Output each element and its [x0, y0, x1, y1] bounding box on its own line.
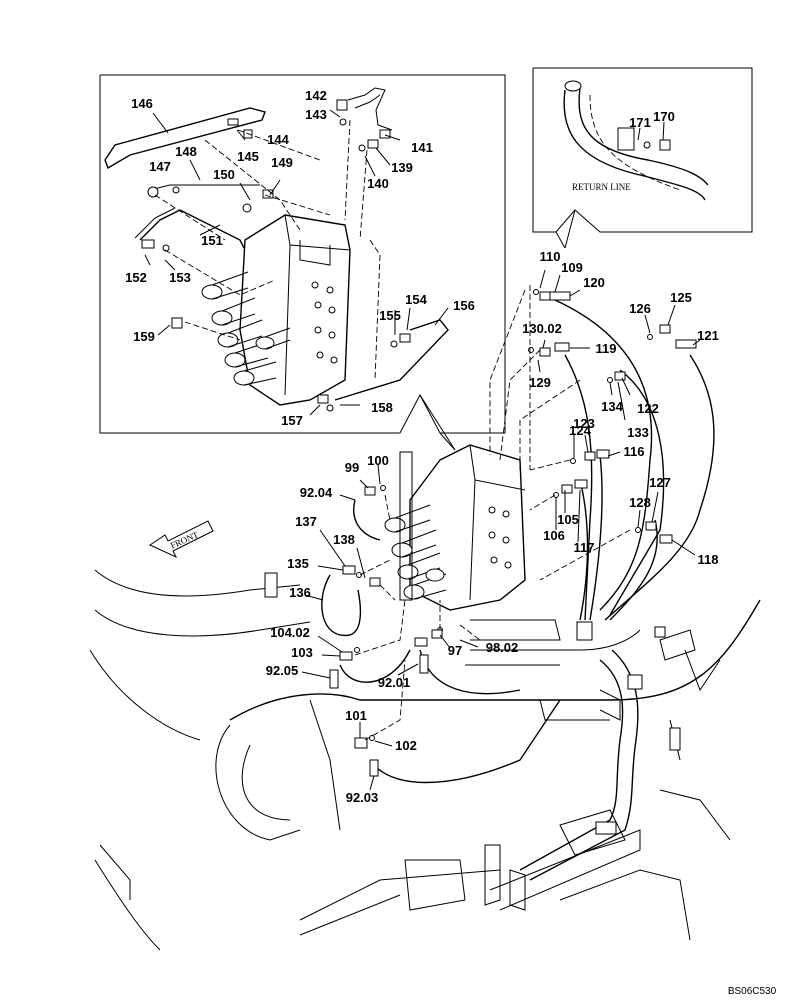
callout-134: 134: [601, 399, 623, 414]
callout-119: 119: [596, 341, 617, 356]
callout-147: 147: [149, 159, 171, 174]
front-arrow: FRONT: [148, 520, 214, 559]
callout-133: 133: [627, 425, 649, 440]
callout-130.02: 130.02: [522, 321, 562, 336]
drawing-code: BS06C530: [728, 986, 777, 997]
callout-127: 127: [649, 475, 671, 490]
callout-145: 145: [237, 149, 259, 164]
callout-92.03: 92.03: [346, 790, 379, 805]
callout-92.05: 92.05: [266, 663, 299, 678]
callout-139: 139: [391, 160, 413, 175]
callout-128: 128: [629, 495, 651, 510]
callout-106: 106: [543, 528, 565, 543]
callout-98.02: 98.02: [486, 640, 519, 655]
callout-144: 144: [267, 132, 289, 147]
callout-154: 154: [405, 292, 427, 307]
callout-141: 141: [411, 140, 433, 155]
callout-170: 170: [653, 109, 675, 124]
callout-152: 152: [125, 270, 147, 285]
callout-140: 140: [367, 176, 389, 191]
return-line-inset: RETURN LINE: [532, 67, 753, 249]
callout-102: 102: [395, 738, 417, 753]
callout-135: 135: [287, 556, 309, 571]
callout-148: 148: [175, 144, 197, 159]
main-control-valve: [384, 444, 526, 611]
callout-97: 97: [448, 643, 462, 658]
callout-136: 136: [289, 585, 311, 600]
callout-126: 126: [629, 301, 651, 316]
callout-100: 100: [367, 453, 389, 468]
callout-121: 121: [697, 328, 719, 343]
callout-117: 117: [574, 540, 595, 555]
callout-116: 116: [624, 444, 645, 459]
callout-101: 101: [345, 708, 367, 723]
callout-118: 118: [698, 552, 719, 567]
callout-103: 103: [291, 645, 313, 660]
detail-control-valve: [201, 214, 351, 406]
callout-159: 159: [133, 329, 155, 344]
callout-129: 129: [529, 375, 551, 390]
callout-122: 122: [637, 401, 659, 416]
callout-92.01: 92.01: [378, 675, 411, 690]
callout-92.04: 92.04: [300, 485, 333, 500]
callout-142: 142: [305, 88, 327, 103]
main-assembly: FRONT: [89, 269, 761, 951]
callout-150: 150: [213, 167, 235, 182]
callout-105: 105: [557, 512, 579, 527]
callout-156: 156: [453, 298, 475, 313]
callout-149: 149: [271, 155, 293, 170]
valve-detail-inset: [99, 74, 506, 451]
callout-146: 146: [131, 96, 153, 111]
callout-151: 151: [201, 233, 223, 248]
callout-124: 124: [569, 423, 591, 438]
callout-125: 125: [670, 290, 692, 305]
callout-158: 158: [371, 400, 393, 415]
callout-123: 123: [573, 416, 595, 431]
callout-109: 109: [561, 260, 583, 275]
callout-137: 137: [295, 514, 317, 529]
return-line-label: RETURN LINE: [572, 182, 631, 192]
callout-143: 143: [305, 107, 327, 122]
callout-120: 120: [583, 275, 605, 290]
callout-99: 99: [345, 460, 359, 475]
callout-110: 110: [540, 249, 561, 264]
callout-157: 157: [281, 413, 303, 428]
callout-155: 155: [379, 308, 401, 323]
callout-138: 138: [333, 532, 355, 547]
callout-153: 153: [169, 270, 191, 285]
callout-171: 171: [629, 115, 651, 130]
callout-104.02: 104.02: [270, 625, 310, 640]
